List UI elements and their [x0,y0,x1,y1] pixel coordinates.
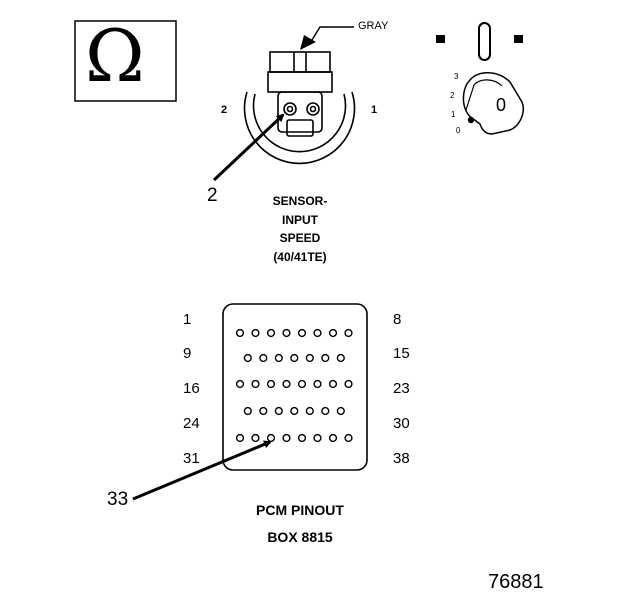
pcm-pin [290,406,299,416]
pcm-pin [259,406,268,416]
dial-position-1: 1 [451,110,456,119]
pcm-pin [321,353,330,363]
pcm-pin [297,433,307,443]
pcm-pin [251,433,260,443]
pcm-left-pin-label: 24 [183,415,200,432]
sensor-cavity-1-label: 1 [371,104,378,116]
pcm-pin [336,406,345,416]
pcm-connector [222,303,368,471]
pcm-pin [235,379,245,389]
pcm-pin [243,406,252,416]
pcm-caption: PCM PINOUT BOX 8815 [220,497,380,552]
pcm-right-pin-label: 15 [393,345,410,362]
pcm-callout-arrow [132,440,272,501]
sensor-caption-line: (40/41TE) [273,249,327,264]
ohm-symbol-glyph: Ω [85,14,145,98]
pcm-left-pin-label: 31 [183,450,200,467]
pcm-pin [235,328,245,338]
pcm-pin [259,353,268,363]
gray-wire-arrow [300,26,354,50]
pcm-pin [266,379,276,389]
sensor-caption-line: SPEED [279,231,321,246]
pcm-pin-grid [235,328,353,443]
pcm-caption-line: PCM PINOUT [256,502,344,518]
pcm-pin [344,328,353,338]
pcm-left-pin-label: 16 [183,380,200,397]
pcm-pin [328,379,338,389]
pcm-pin [290,353,299,363]
pcm-pin [313,379,322,389]
pcm-pin [266,433,276,443]
pcm-pin [313,433,322,443]
pcm-pin [243,353,252,363]
dial-position-0: 0 [456,126,461,135]
pcm-callout-number: 33 [107,489,129,510]
sensor-caption-line: SENSOR- [272,194,328,208]
pcm-pin [297,328,307,338]
pcm-pin [235,433,245,443]
selector-dial [436,22,524,135]
pcm-pin [313,328,322,338]
sensor-cavity-2-label: 2 [221,104,228,116]
pcm-pin [282,379,291,389]
pcm-pin [328,433,338,443]
pcm-pin [305,353,314,363]
sensor-callout-number: 2 [207,185,218,206]
sensor-caption: SENSOR- INPUT SPEED (40/41TE) [240,192,360,266]
pcm-pin [251,328,260,338]
pcm-right-pin-label: 8 [393,311,402,328]
sensor-connector [243,51,356,165]
dial-position-2: 2 [450,91,455,100]
figure-number: 76881 [488,571,544,593]
pcm-pin [344,379,353,389]
pcm-pin [282,328,291,338]
ohmmeter-symbol [74,20,177,102]
pcm-caption-line: BOX 8815 [267,529,333,546]
pcm-pin [266,328,276,338]
pcm-pin [282,433,291,443]
pcm-pin [274,406,283,416]
pcm-pin [297,379,307,389]
pcm-pin [305,406,314,416]
sensor-caption-line: INPUT [282,212,318,227]
dial-position-3: 3 [454,72,459,81]
sensor-callout-arrow [212,113,285,182]
pcm-right-pin-label: 23 [393,380,410,397]
pcm-pin [328,328,338,338]
pcm-pin [344,433,353,443]
dial-knob-label: 0 [496,95,507,115]
pcm-left-pin-label: 1 [183,311,192,328]
pcm-pin [336,353,345,363]
wire-color-label: GRAY [358,20,389,32]
pcm-left-pin-label: 9 [183,345,192,362]
pcm-pin [274,353,283,363]
pcm-pin [251,379,260,389]
pcm-pin [321,406,330,416]
pcm-right-pin-label: 30 [393,415,410,432]
pcm-right-pin-label: 38 [393,450,410,467]
